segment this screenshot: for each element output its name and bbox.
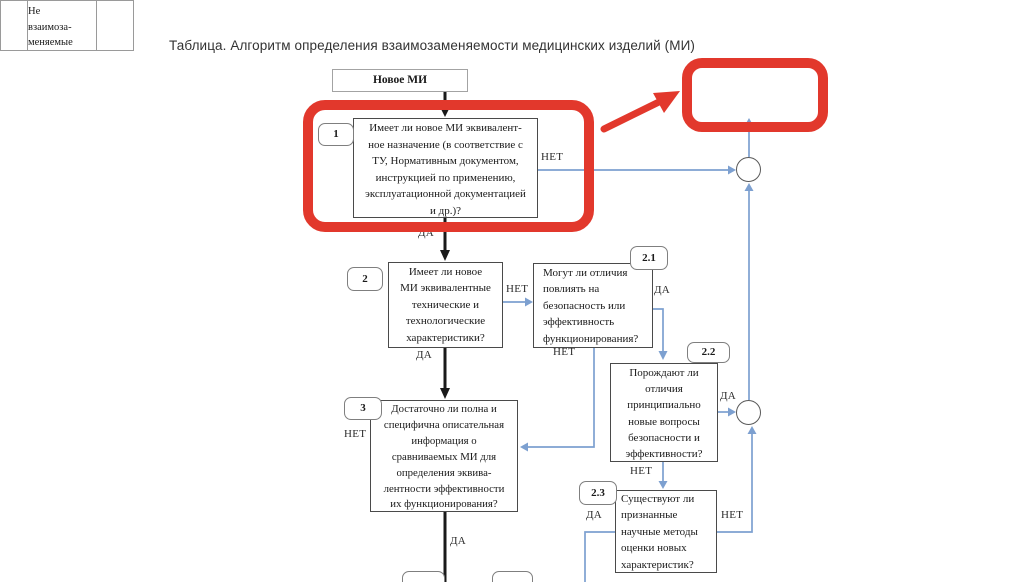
label-q2-3-yes: ДА xyxy=(586,509,603,521)
badge-step-2: 2 xyxy=(347,267,383,291)
outcome-label: Не взаимоза- меняемые xyxy=(28,6,73,48)
edge-start-to-q1 xyxy=(440,92,450,117)
edge-q2-3-yes xyxy=(584,531,615,582)
label-q2-2-no: НЕТ xyxy=(630,465,653,477)
badge-step-1: 1 xyxy=(318,123,354,146)
label-q2-1-no: НЕТ xyxy=(553,346,576,358)
badge-stub-left xyxy=(402,571,445,582)
outcome-right-cell xyxy=(96,1,133,50)
edge-q2-1-yes xyxy=(653,308,668,360)
node-not-interchangeable: Не взаимоза- меняемые xyxy=(0,0,134,51)
edge-q1-no xyxy=(538,165,736,175)
node-question-2-1: Могут ли отличия повлиять на безопасност… xyxy=(533,263,653,348)
junction-circle-bottom xyxy=(736,400,761,425)
edge-q1-yes xyxy=(440,218,450,261)
badge-step-2-3: 2.3 xyxy=(579,481,617,505)
junction-circle-top xyxy=(736,157,761,182)
badge-step-2-1: 2.1 xyxy=(630,246,668,270)
label-q3-yes: ДА xyxy=(450,535,467,547)
node-question-1: Имеет ли новое МИ эквивалент- ное назнач… xyxy=(353,118,538,218)
edge-q2-1-no xyxy=(520,348,595,452)
edge-q2-no xyxy=(503,297,533,307)
node-question-3: Достаточно ли полна и специфична описате… xyxy=(370,400,518,512)
label-q2-yes: ДА xyxy=(416,349,433,361)
page-title: Таблица. Алгоритм определения взаимозаме… xyxy=(169,38,695,53)
edge-junction2-to-junction1 xyxy=(744,183,754,400)
label-q2-1-yes: ДА xyxy=(654,284,671,296)
badge-stub-right xyxy=(492,571,533,582)
edge-q2-yes xyxy=(440,348,450,399)
edge-junction1-to-outcome xyxy=(744,118,754,157)
label-q2-no: НЕТ xyxy=(506,283,529,295)
label-q1-yes: ДА xyxy=(418,227,435,239)
label-q3-no: НЕТ xyxy=(344,428,367,440)
badge-step-2-2: 2.2 xyxy=(687,342,730,363)
label-q1-no: НЕТ xyxy=(541,151,564,163)
label-q2-3-no: НЕТ xyxy=(721,509,744,521)
outcome-left-cell xyxy=(1,1,28,50)
node-question-2-3: Существуют ли признанные научные методы … xyxy=(615,490,717,573)
edge-q2-2-yes xyxy=(718,407,736,417)
edge-q2-3-no xyxy=(717,426,757,533)
badge-step-3: 3 xyxy=(344,397,382,420)
edge-q2-2-no xyxy=(658,462,668,489)
node-new-device: Новое МИ xyxy=(332,69,468,92)
node-question-2-2: Порождают ли отличия принципиально новые… xyxy=(610,363,718,462)
node-question-2: Имеет ли новое МИ эквивалентные техничес… xyxy=(388,262,503,348)
label-q2-2-yes: ДА xyxy=(720,390,737,402)
